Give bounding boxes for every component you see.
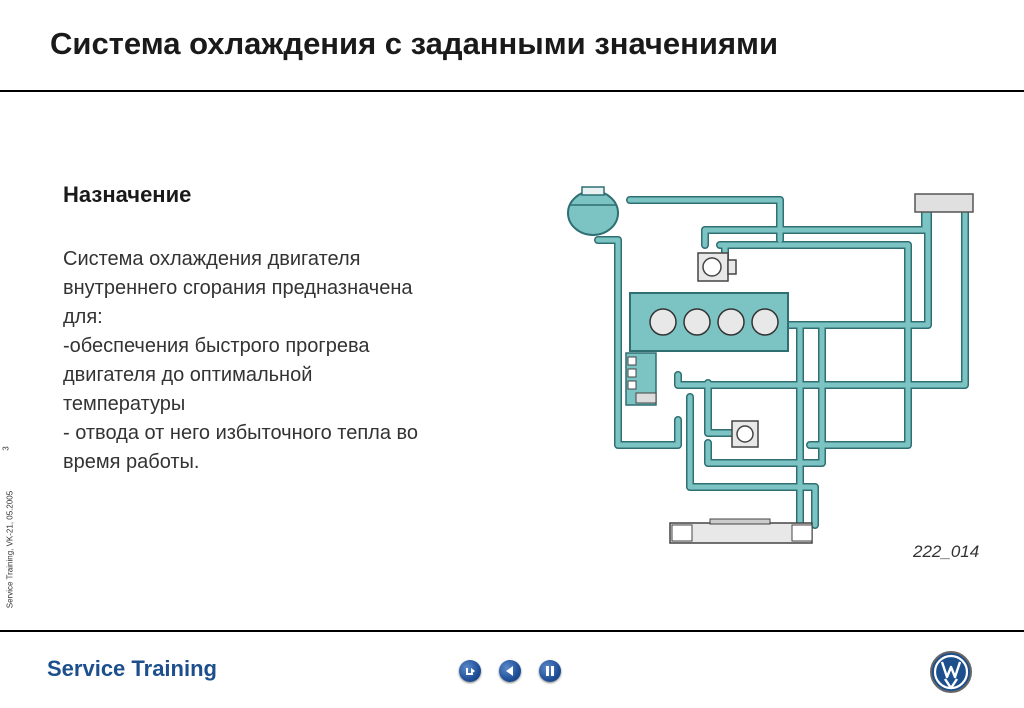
side-note: Service Training, VK-21, 05.2005	[5, 490, 15, 609]
body-line: температуры	[63, 393, 186, 415]
section-heading: Назначение	[63, 182, 192, 207]
body-line: время работы.	[63, 451, 200, 473]
footer-brand: Service Training	[47, 656, 217, 681]
back-arrow-icon	[506, 666, 513, 676]
cooling-system-diagram	[567, 186, 974, 544]
figure-label: 222_014	[913, 542, 980, 561]
pause-button[interactable]	[539, 660, 561, 682]
page-number: 3	[1, 446, 11, 451]
expansion-tank	[567, 186, 619, 236]
body-line: Система охлаждения двигателя	[63, 248, 361, 270]
back-button[interactable]	[499, 660, 521, 682]
header-divider	[0, 90, 1024, 92]
body-line: для:	[63, 306, 103, 328]
body-text: Система охлаждения двигателя внутреннего…	[63, 245, 503, 477]
body-line: внутреннего сгорания предназначена	[63, 277, 413, 299]
home-icon	[466, 668, 475, 675]
engine-block	[629, 292, 789, 352]
body-line: двигателя до оптимальной	[63, 364, 313, 386]
pause-icon	[546, 666, 554, 676]
body-line: -обеспечения быстрого прогрева	[63, 335, 370, 357]
home-button[interactable]	[459, 660, 481, 682]
footer-divider	[0, 630, 1024, 632]
vw-logo	[930, 651, 972, 693]
body-line: - отвода от него избыточного тепла во	[63, 422, 419, 444]
slide-title: Система охлаждения с заданными значениям…	[50, 26, 779, 61]
